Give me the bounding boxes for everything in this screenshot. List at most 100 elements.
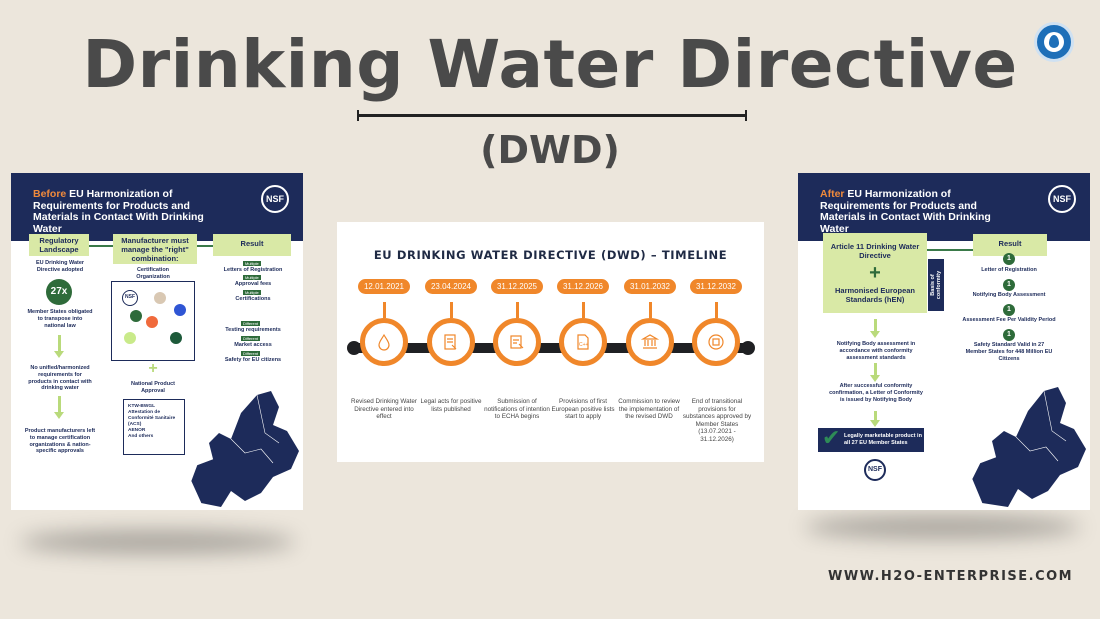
timeline-title: EU DRINKING WATER DIRECTIVE (DWD) – TIME… [373,248,728,262]
cert-org-label: Certification Organization [136,267,170,280]
count-circle: 1 [1003,304,1015,316]
manufacturer-box: Manufacturer must manage the "right" com… [113,234,197,264]
result-label: Market access [234,342,272,348]
manufacturers-text: Product manufacturers left to manage cer… [24,428,96,455]
after-harmonization-panel: After EU Harmonization of Requirements f… [798,173,1090,510]
result-tag: Multiple [243,290,261,295]
article-text: Article 11 Drinking Water Directive [830,242,920,260]
result-label: Testing requirements [225,327,281,333]
standards-text: Harmonised European Standards (hEN) [834,286,916,304]
cert-org-box: NSF [111,281,195,361]
water-drop-logo-icon [1034,22,1074,62]
count-circle: 1 [1003,253,1015,265]
count-circle: 1 [1003,279,1015,291]
timeline-card: EU DRINKING WATER DIRECTIVE (DWD) – TIME… [337,222,764,462]
title-divider [357,110,747,121]
arrow-stem [58,396,61,412]
timeline-stem [582,302,585,318]
timeline-date-badge: 31.12.2025 [491,279,543,294]
basis-text: Basis of conformity [930,270,942,300]
approval-item: And others [128,434,154,439]
marketable-text: Legally marketable product in all 27 EU … [844,433,922,446]
result-label: Approval fees [234,281,272,287]
checkmark-icon: ✔ [822,425,841,450]
timeline-desc: Commission to review the implementation … [618,398,680,421]
step2-text: After successful conformity confirmation… [829,383,923,403]
cert-dot [124,332,136,344]
nsf-logo-small: NSF [122,290,138,306]
result-tag: Different [241,321,261,326]
svg-text:C++: C++ [579,342,589,348]
result-label: Safety for EU citizens [224,357,282,363]
approval-item: Attestation de Conformité Sanitaire (ACS… [128,410,176,427]
cert-dot [154,292,166,304]
dwd-adopted-text: EU Drinking Water Directive adopted [35,260,85,273]
timeline-desc: Legal acts for positive lists published [420,398,482,413]
result-tag: Multiple [243,275,261,280]
timeline-node [427,318,475,366]
result-box: Result [973,234,1047,256]
result-label: Letters of Registration [223,267,283,273]
legal-document-icon [444,334,457,350]
title-accent: Before [33,188,67,200]
timeline-node [493,318,541,366]
arrow-down-icon [870,375,880,382]
water-drop-icon [378,333,390,351]
timeline-stem [383,302,386,318]
arrow-down-icon [54,412,64,419]
marketable-product-box: ✔ Legally marketable product in all 27 E… [818,425,924,452]
timeline-node [360,318,408,366]
website-url[interactable]: WWW.H2O-ENTERPRISE.COM [828,569,1074,584]
europe-map [190,391,299,507]
notification-document-icon [510,335,524,349]
regulatory-landscape-box: Regulatory Landscape [29,234,89,256]
timeline-node: C++ [559,318,607,366]
page-title: Drinking Water Directive [82,26,1018,103]
left-panel-header: Before EU Harmonization of Requirements … [11,173,303,241]
plus-icon: + [869,262,881,284]
member-states-text: Member States obligated to transpose int… [27,309,93,329]
timeline-stem [715,302,718,318]
right-panel-title: After EU Harmonization of Requirements f… [820,188,1020,235]
arrow-line [197,245,213,247]
approval-item: AENOR [128,428,146,433]
timeline-desc: Revised Drinking Water Directive entered… [351,398,417,421]
count-circle: 1 [1003,329,1015,341]
timeline-date-badge: 31.12.2032 [690,279,742,294]
cert-dot [146,316,158,328]
nsf-logo: NSF [261,185,289,213]
arrow-down-icon [870,331,880,338]
result-label: Letter of Registration [981,267,1037,273]
title-rest: EU Harmonization of Requirements for Pro… [33,188,204,235]
result-tag: Different [241,336,261,341]
result-tag: Multiple [243,261,261,266]
basis-of-conformity-label: Basis of conformity [928,259,944,311]
timeline-stem [516,302,519,318]
europe-map [971,387,1086,507]
timeline-node [692,318,740,366]
cert-dot [174,304,186,316]
code-document-icon: C++ [577,334,589,350]
arrow-stem [874,363,877,375]
institution-building-icon [641,334,659,349]
title-accent: After [820,188,845,200]
result-label: Notifying Body Assessment [972,292,1046,298]
end-square-icon [708,334,724,350]
timeline-desc: End of transitional provisions for subst… [682,398,752,443]
before-harmonization-panel: Before EU Harmonization of Requirements … [11,173,303,510]
timeline-date-badge: 12.01.2021 [358,279,410,294]
right-panel-shadow [805,515,1080,539]
national-approval-label: National Product Approval [130,381,175,394]
result-label: Assessment Fee Per Validity Period [962,317,1056,323]
timeline-desc: Submission of notifications of intention… [484,398,550,421]
nsf-logo: NSF [1048,185,1076,213]
timeline-bar [347,341,755,355]
arrow-line [89,245,113,247]
no-unified-text: No unified/harmonized requirements for p… [28,365,92,392]
count-27x-badge: 27x [46,279,72,305]
result-label: Certifications [235,296,271,302]
arrow-down-icon [54,351,64,358]
plus-icon: + [148,360,158,377]
result-tag: Different [241,351,261,356]
arrow-stem [58,335,61,351]
